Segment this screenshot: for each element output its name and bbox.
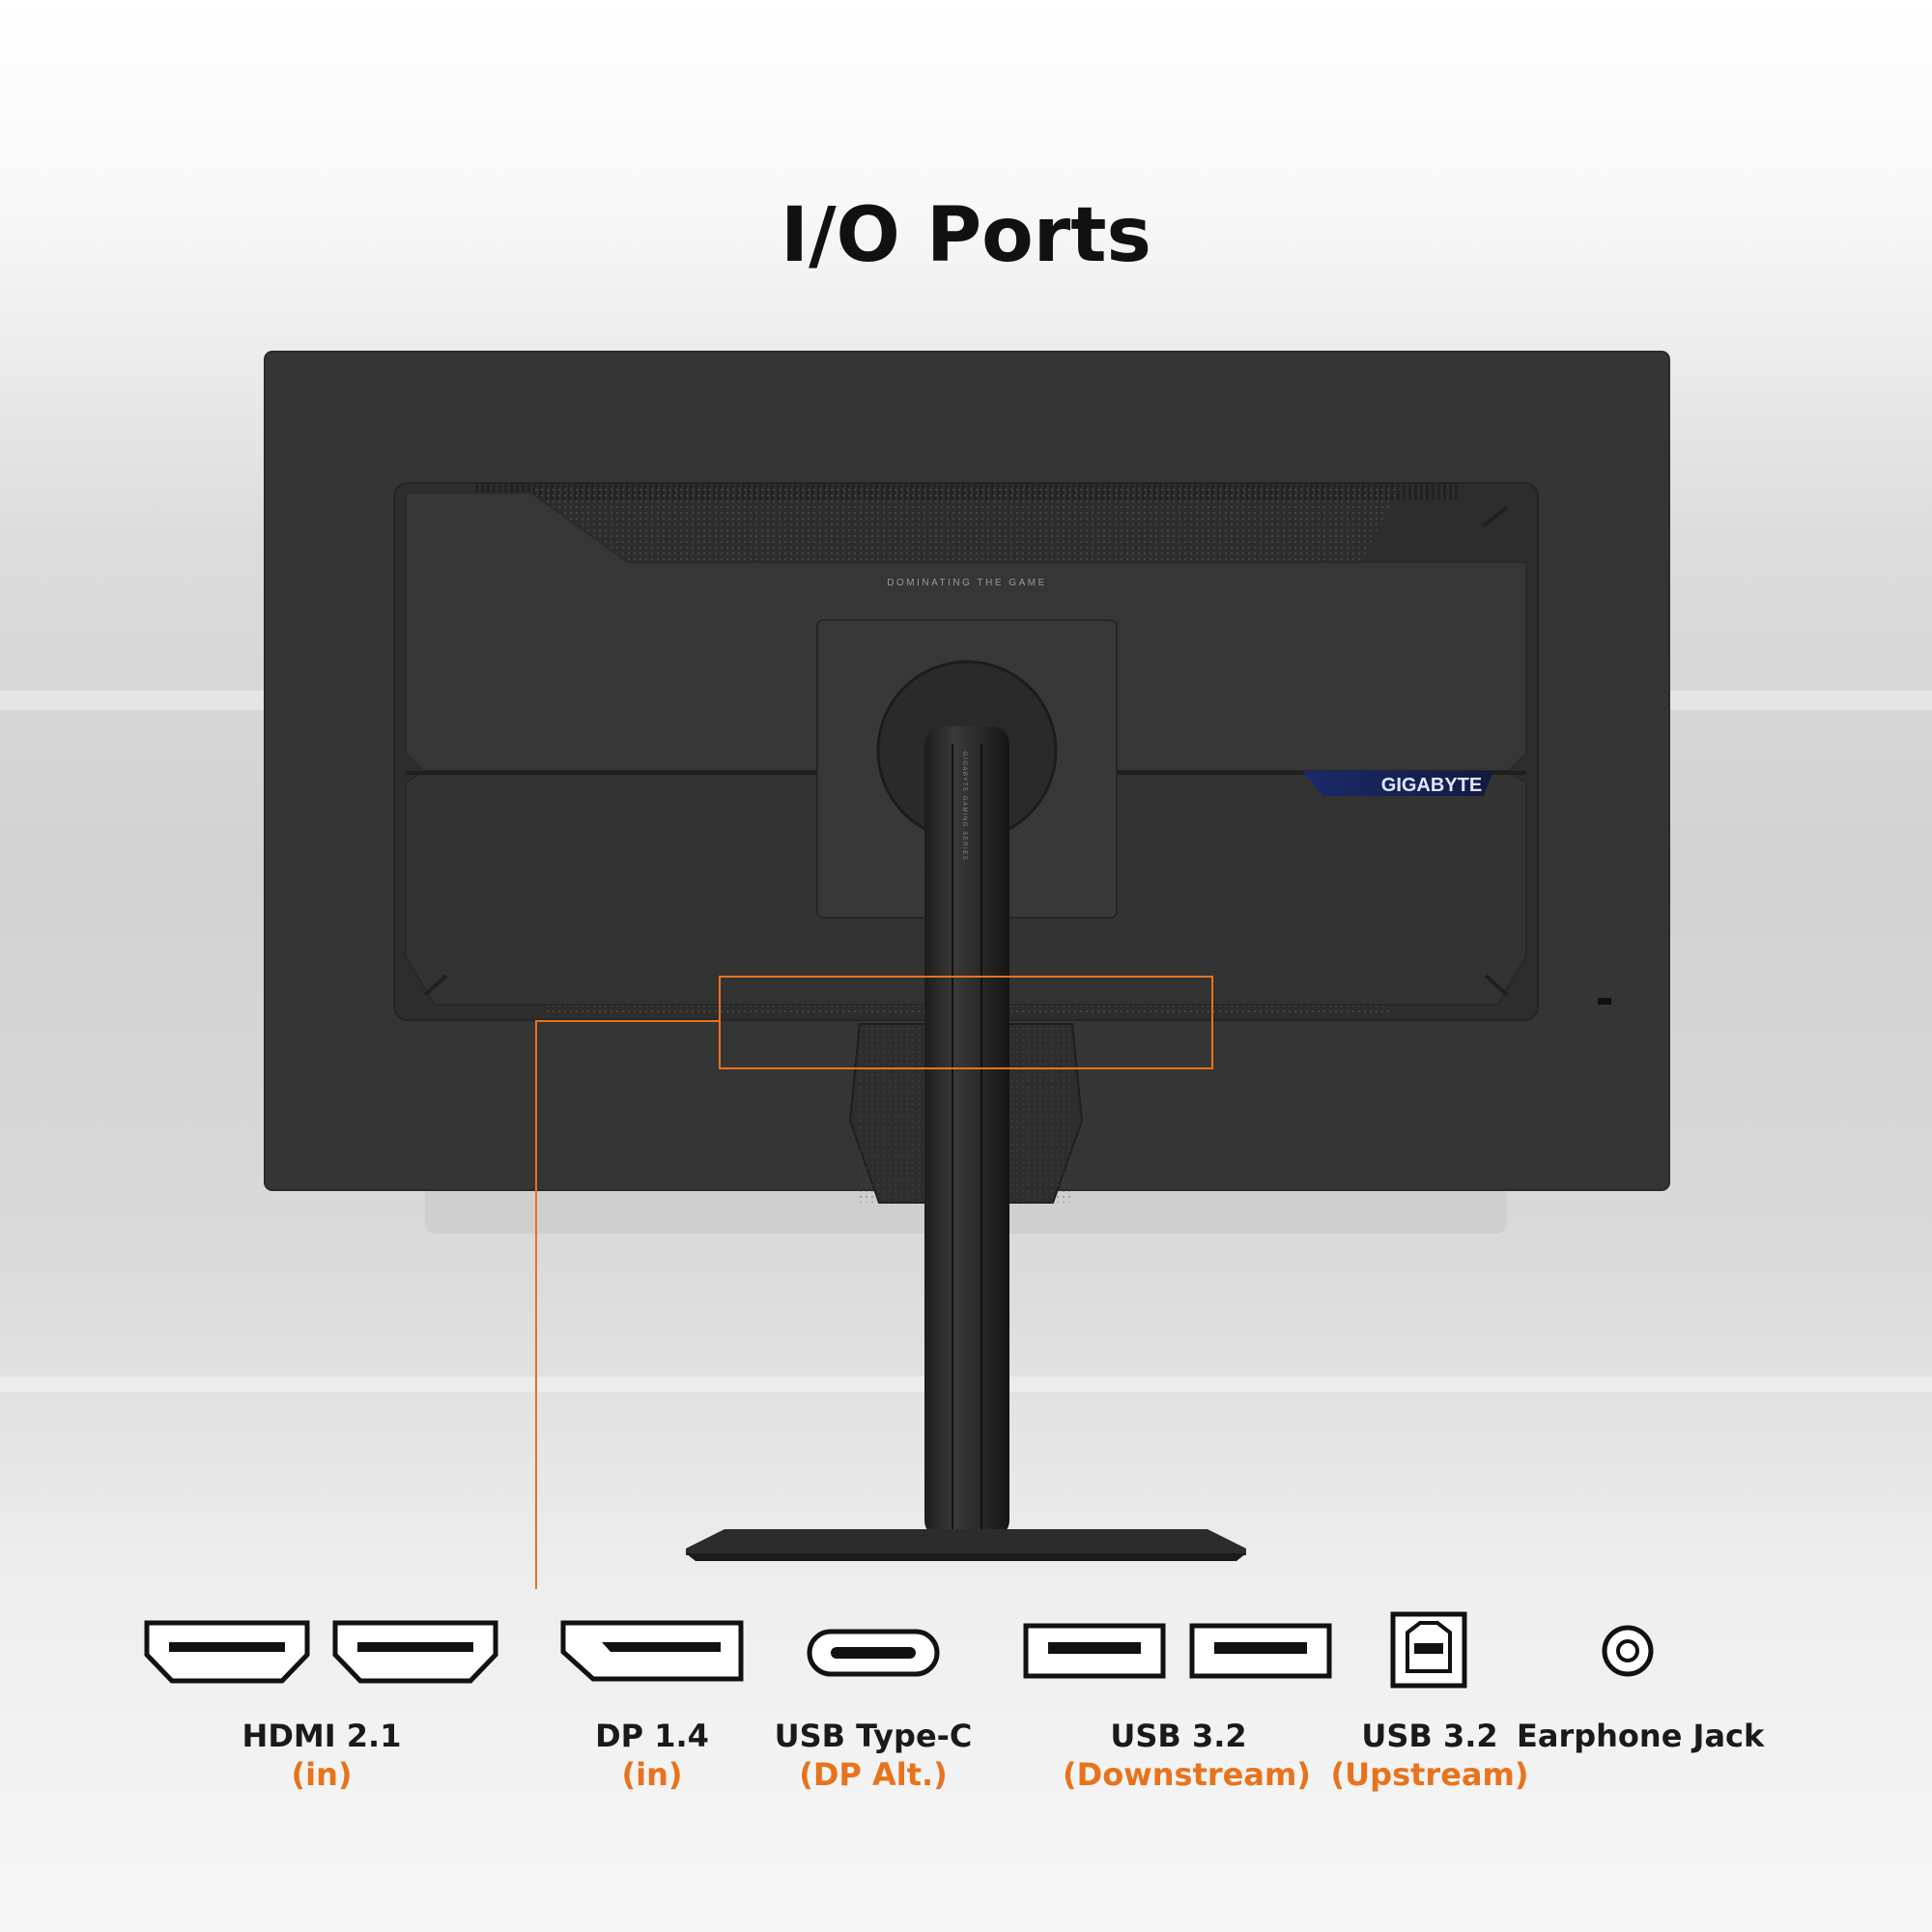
usb-b-port-icon (1390, 1611, 1467, 1689)
port-label-dp: DP 1.4 (in) (555, 1717, 749, 1794)
port-sublabel: (DP Alt.) (799, 1756, 948, 1793)
stand-base (686, 1529, 1246, 1555)
earphone-jack-icon (1602, 1625, 1654, 1677)
stand-label-text: GIGABYTE GAMING SERIES (961, 752, 967, 861)
port-sublabel: (in) (291, 1756, 353, 1793)
port-label-hdmi: HDMI 2.1 (in) (225, 1717, 418, 1794)
usb-a-port-icon (1023, 1623, 1166, 1679)
port-name: HDMI 2.1 (242, 1718, 402, 1754)
usb-a-port-icon (1189, 1623, 1332, 1679)
stand-column (924, 726, 1009, 1538)
port-sublabel: (Downstream) (1063, 1756, 1311, 1793)
port-name: Earphone Jack (1517, 1718, 1765, 1754)
gigabyte-logo-text: GIGABYTE (1381, 775, 1482, 796)
displayport-icon (560, 1620, 744, 1682)
port-name: USB Type-C (774, 1718, 973, 1754)
port-sublabel: (Upstream) (1330, 1756, 1529, 1793)
gigabyte-logo-plate (1302, 771, 1493, 796)
port-name: DP 1.4 (595, 1718, 709, 1754)
io-port-leader-line (535, 1020, 720, 1589)
port-label-earphone: Earphone Jack (1517, 1717, 1765, 1755)
port-sublabel: (in) (621, 1756, 683, 1793)
port-label-usb-downstream: USB 3.2 (Downstream) (1063, 1717, 1311, 1794)
hdmi-port-icon (332, 1620, 498, 1684)
page-title: I/O Ports (781, 192, 1151, 279)
back-slogan-text: DOMINATING THE GAME (887, 578, 1046, 588)
kensington-slot (1598, 998, 1611, 1005)
io-port-highlight-box (719, 976, 1213, 1069)
usb-type-c-icon (807, 1629, 940, 1677)
hdmi-port-icon (144, 1620, 310, 1684)
port-label-usb-c: USB Type-C (DP Alt.) (753, 1717, 993, 1794)
port-name: USB 3.2 (1110, 1718, 1247, 1754)
top-grille (531, 488, 1401, 560)
port-label-usb-upstream: USB 3.2 (Upstream) (1323, 1717, 1536, 1794)
port-name: USB 3.2 (1361, 1718, 1498, 1754)
